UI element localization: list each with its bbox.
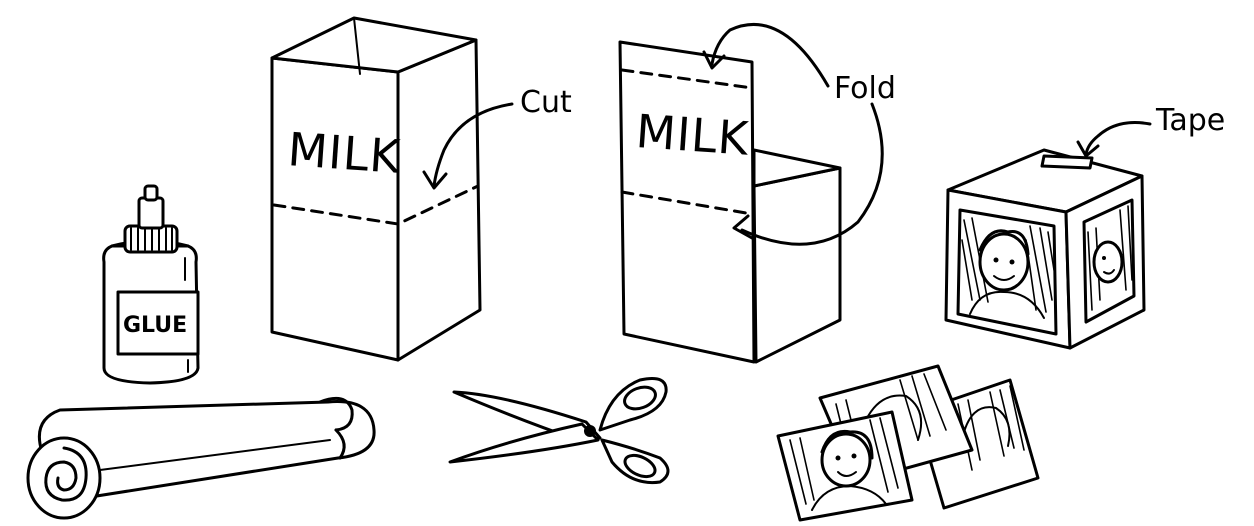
scissors bbox=[450, 379, 668, 483]
milk-label-left: MILK bbox=[286, 122, 403, 184]
milk-carton-fold: MILK bbox=[620, 42, 840, 362]
glue-bottle: GLUE bbox=[104, 186, 198, 383]
milk-label-right: MILK bbox=[634, 104, 751, 166]
tape-callout: Tape bbox=[1078, 103, 1225, 156]
milk-carton-cut: MILK bbox=[272, 18, 480, 360]
rolled-paper bbox=[28, 398, 374, 518]
tape-label: Tape bbox=[1155, 103, 1225, 138]
photo-cube bbox=[946, 150, 1144, 348]
fold-label: Fold bbox=[834, 71, 896, 106]
glue-label: GLUE bbox=[123, 313, 187, 338]
photo-pile bbox=[778, 366, 1038, 520]
cut-label: Cut bbox=[520, 85, 572, 120]
